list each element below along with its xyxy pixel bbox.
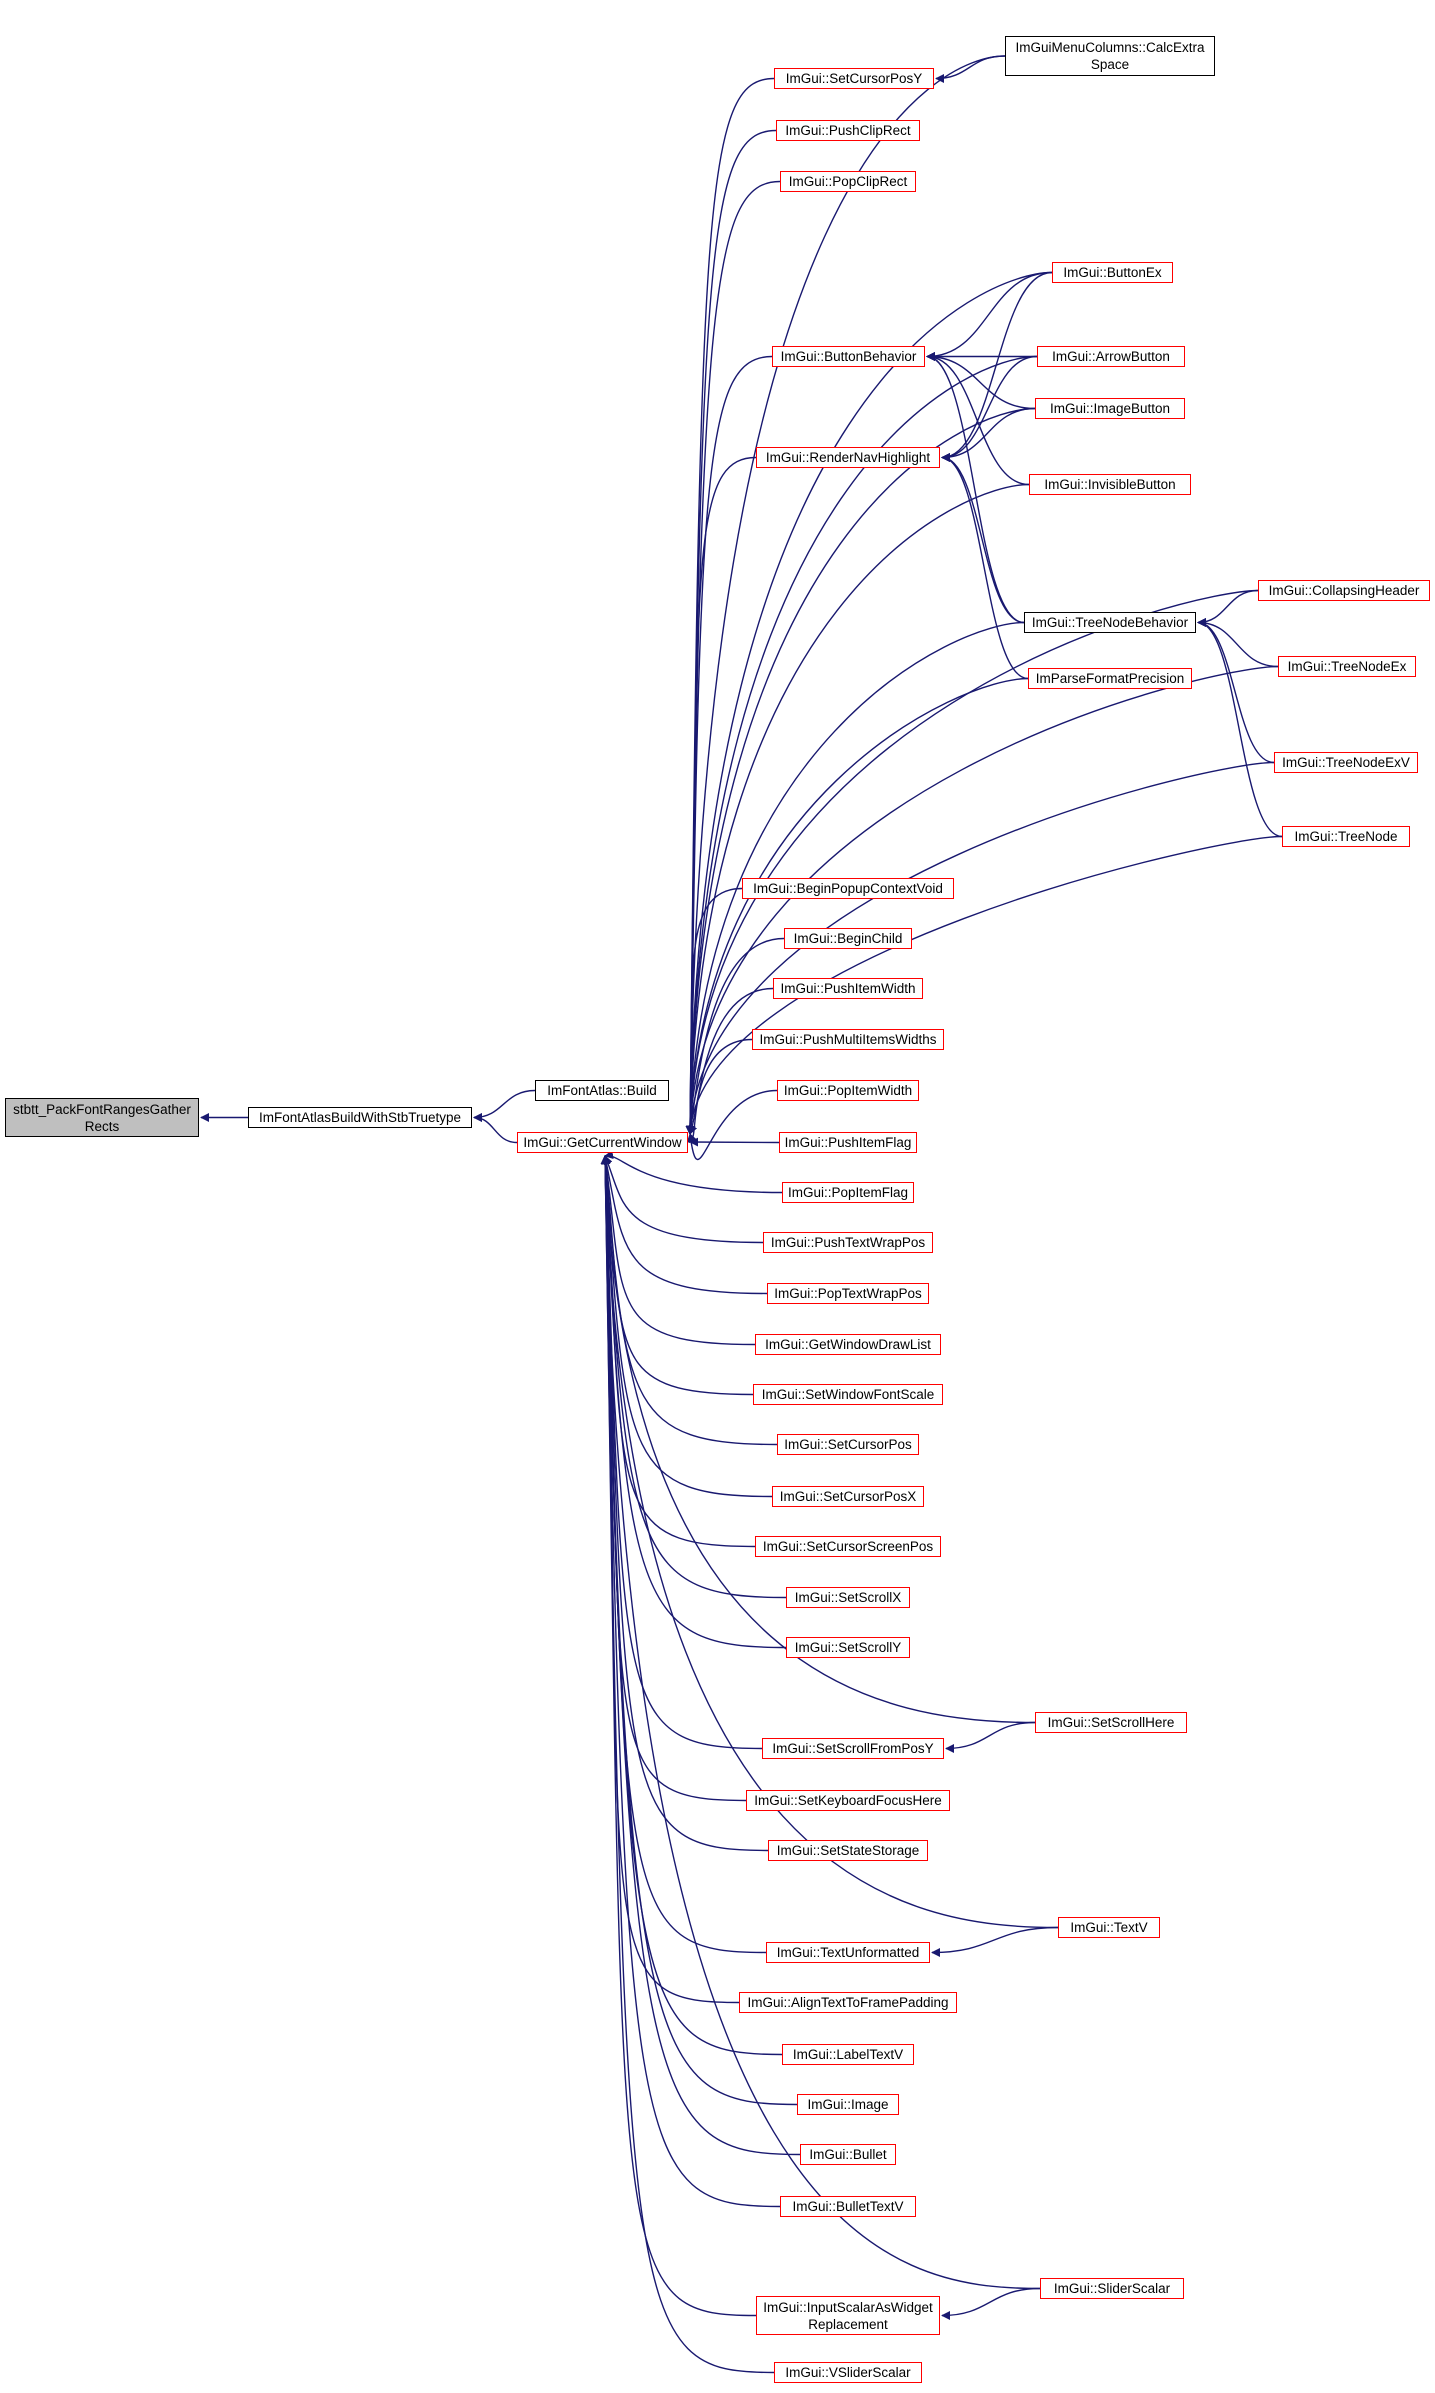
node-begin-popup-context-void[interactable]: ImGui::BeginPopupContextVoid	[742, 878, 954, 899]
node-pop-item-width[interactable]: ImGui::PopItemWidth	[777, 1080, 919, 1101]
edge-tree_node_exv-to-tree_node_behavior	[1197, 618, 1275, 764]
edge-image_button-to-button_behavior	[926, 352, 1036, 410]
node-pop-clip-rect[interactable]: ImGui::PopClipRect	[780, 171, 916, 192]
edge-button_ex-to-button_behavior	[926, 271, 1053, 361]
node-tree-node-behavior[interactable]: ImGui::TreeNodeBehavior	[1024, 612, 1196, 633]
edge-button_ex-to-get_current_window	[685, 271, 1053, 1135]
node-invisible-button[interactable]: ImGui::InvisibleButton	[1029, 474, 1191, 495]
node-set-keyboard-focus-here[interactable]: ImGui::SetKeyboardFocusHere	[746, 1790, 950, 1811]
node-set-cursor-pos-y[interactable]: ImGui::SetCursorPosY	[774, 68, 934, 89]
edge-menu_columns-to-get_current_window	[685, 55, 1006, 1135]
node-set-scroll-x[interactable]: ImGui::SetScrollX	[786, 1587, 910, 1608]
node-get-current-window[interactable]: ImGui::GetCurrentWindow	[517, 1132, 688, 1153]
edge-collapsing_header-to-get_current_window	[685, 589, 1259, 1135]
node-pop-text-wrap-pos[interactable]: ImGui::PopTextWrapPos	[767, 1283, 929, 1304]
node-render-nav-highlight[interactable]: ImGui::RenderNavHighlight	[756, 447, 940, 468]
node-set-state-storage[interactable]: ImGui::SetStateStorage	[768, 1840, 928, 1861]
node-push-item-flag[interactable]: ImGui::PushItemFlag	[779, 1132, 917, 1153]
edge-set_scroll_here-to-set_scroll_from_pos_y	[945, 1721, 1036, 1753]
node-align-text-to-frame-padding[interactable]: ImGui::AlignTextToFramePadding	[739, 1992, 957, 2013]
node-image[interactable]: ImGui::Image	[797, 2094, 899, 2115]
edge-set_cursor_pos-to-get_current_window	[601, 1155, 778, 1446]
edge-render_nav_highlight-to-get_current_window	[685, 456, 757, 1135]
node-parse-format-precision[interactable]: ImParseFormatPrecision	[1028, 668, 1192, 689]
node-arrow-button[interactable]: ImGui::ArrowButton	[1037, 346, 1185, 367]
node-pop-item-flag[interactable]: ImGui::PopItemFlag	[782, 1182, 914, 1203]
node-set-window-font-scale[interactable]: ImGui::SetWindowFontScale	[753, 1384, 943, 1405]
edge-tree_node-to-tree_node_behavior	[1197, 618, 1283, 838]
node-set-scroll-here[interactable]: ImGui::SetScrollHere	[1035, 1712, 1187, 1733]
edge-set_cursor_pos_x-to-get_current_window	[601, 1155, 773, 1498]
node-input-scalar-as-widget-replacement[interactable]: ImGui::InputScalarAsWidget Replacement	[756, 2296, 940, 2335]
node-push-clip-rect[interactable]: ImGui::PushClipRect	[776, 120, 920, 141]
edge-parse_format_precision-to-get_current_window	[685, 677, 1029, 1135]
edge-text_v-to-get_current_window	[600, 1155, 1059, 1929]
edge-set_state_storage-to-get_current_window	[600, 1155, 769, 1852]
edge-bullet-to-get_current_window	[600, 1155, 801, 2156]
edge-pop_item_width-to-get_current_window	[686, 1089, 778, 1161]
edge-tree_node_behavior-to-button_behavior	[926, 352, 1025, 624]
edge-bullet_text_v-to-get_current_window	[600, 1155, 781, 2208]
edge-image_button-to-get_current_window	[685, 407, 1036, 1135]
edge-push_item_flag-to-get_current_window	[689, 1137, 780, 1147]
node-im-font-atlas-build[interactable]: ImFontAtlas::Build	[535, 1080, 669, 1101]
node-collapsing-header[interactable]: ImGui::CollapsingHeader	[1258, 580, 1430, 601]
node-get-window-draw-list[interactable]: ImGui::GetWindowDrawList	[755, 1334, 941, 1355]
edge-arrow_button-to-render_nav_highlight	[941, 355, 1038, 462]
node-stbtt-pack-font-ranges-gather-rects[interactable]: stbtt_PackFontRangesGather Rects	[5, 1098, 199, 1137]
node-set-cursor-pos[interactable]: ImGui::SetCursorPos	[777, 1434, 919, 1455]
edge-push_text_wrap_pos-to-get_current_window	[604, 1155, 764, 1244]
edge-set_scroll_y-to-get_current_window	[600, 1155, 787, 1649]
edge-input_scalar_as_widget_replacement-to-get_current_window	[600, 1155, 757, 2317]
edge-begin_child-to-get_current_window	[686, 937, 785, 1135]
node-tree-node[interactable]: ImGui::TreeNode	[1282, 826, 1410, 847]
node-bullet-text-v[interactable]: ImGui::BulletTextV	[780, 2196, 916, 2217]
node-vslider-scalar[interactable]: ImGui::VSliderScalar	[774, 2362, 922, 2383]
edge-slider_scalar-to-get_current_window	[600, 1155, 1041, 2290]
node-set-scroll-y[interactable]: ImGui::SetScrollY	[786, 1637, 910, 1658]
edge-get_window_draw_list-to-get_current_window	[601, 1155, 756, 1346]
node-bullet[interactable]: ImGui::Bullet	[800, 2144, 896, 2165]
edge-tree_node_ex-to-tree_node_behavior	[1197, 618, 1279, 668]
edge-tree_node_exv-to-get_current_window	[685, 761, 1275, 1135]
node-slider-scalar[interactable]: ImGui::SliderScalar	[1040, 2278, 1184, 2299]
node-push-text-wrap-pos[interactable]: ImGui::PushTextWrapPos	[763, 1232, 933, 1253]
node-button-ex[interactable]: ImGui::ButtonEx	[1052, 262, 1173, 283]
node-set-cursor-screen-pos[interactable]: ImGui::SetCursorScreenPos	[755, 1536, 941, 1557]
edge-slider_scalar-to-input_scalar_as_widget_replacement	[941, 2287, 1041, 2320]
edge-vslider_scalar-to-get_current_window	[600, 1155, 775, 2374]
node-label-text-v[interactable]: ImGui::LabelTextV	[782, 2044, 914, 2065]
node-begin-child[interactable]: ImGui::BeginChild	[784, 928, 912, 949]
node-button-behavior[interactable]: ImGui::ButtonBehavior	[772, 346, 925, 367]
node-im-font-atlas-build-with-stb-truetype[interactable]: ImFontAtlasBuildWithStbTruetype	[248, 1107, 472, 1128]
node-set-scroll-from-pos-y[interactable]: ImGui::SetScrollFromPosY	[762, 1738, 944, 1759]
node-text-v[interactable]: ImGui::TextV	[1058, 1917, 1160, 1938]
edge-arrow_button-to-get_current_window	[685, 355, 1038, 1135]
node-set-cursor-pos-x[interactable]: ImGui::SetCursorPosX	[772, 1486, 924, 1507]
edge-set_scroll_here-to-get_current_window	[600, 1155, 1036, 1724]
edge-begin_popup_context_void-to-get_current_window	[686, 887, 743, 1135]
node-image-button[interactable]: ImGui::ImageButton	[1035, 398, 1185, 419]
edge-get_current_window-to-build_stb	[473, 1113, 518, 1144]
edge-pop_text_wrap_pos-to-get_current_window	[602, 1155, 768, 1295]
edge-invisible_button-to-get_current_window	[685, 483, 1030, 1135]
edge-tree_node-to-get_current_window	[685, 835, 1283, 1135]
edge-text_v-to-text_unformatted	[931, 1926, 1059, 1957]
edge-tree_node_ex-to-get_current_window	[685, 665, 1279, 1135]
node-push-item-width[interactable]: ImGui::PushItemWidth	[773, 978, 923, 999]
node-menu-columns-calc-extra-space[interactable]: ImGuiMenuColumns::CalcExtra Space	[1005, 36, 1215, 76]
node-tree-node-ex[interactable]: ImGui::TreeNodeEx	[1278, 656, 1416, 677]
node-text-unformatted[interactable]: ImGui::TextUnformatted	[766, 1942, 930, 1963]
node-tree-node-exv[interactable]: ImGui::TreeNodeExV	[1274, 752, 1418, 773]
node-push-multi-items-widths[interactable]: ImGui::PushMultiItemsWidths	[752, 1029, 944, 1050]
edge-push_item_width-to-get_current_window	[688, 987, 774, 1135]
edge-tree_node_behavior-to-render_nav_highlight	[941, 453, 1025, 624]
edge-tree_node_behavior-to-get_current_window	[685, 621, 1025, 1135]
